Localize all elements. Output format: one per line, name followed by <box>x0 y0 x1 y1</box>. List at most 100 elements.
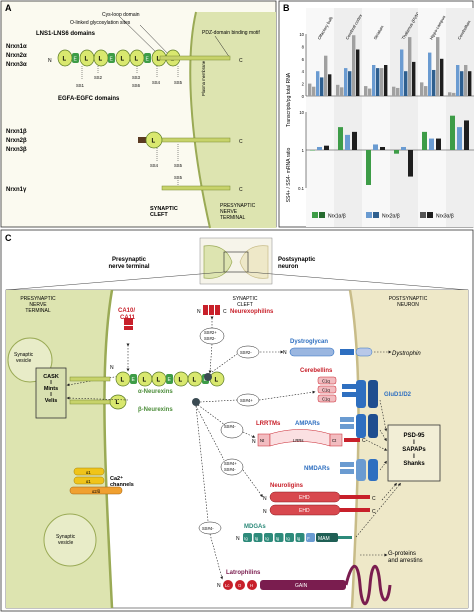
ss4-plus-3-label: SS#4+ <box>224 461 237 466</box>
mdga-mam <box>316 533 338 542</box>
mdga-domain-1 <box>253 533 263 542</box>
nrxn1a-label: Nrxn1α <box>6 44 27 50</box>
lphn-h-label: H <box>250 583 253 588</box>
ca-alpha2delta-label: α2/δ <box>92 489 101 494</box>
legend-label-2: Nrx3α/β <box>436 214 454 220</box>
lrrtms-label: LRRTMs <box>256 421 281 427</box>
top-bar-5-1 <box>452 92 456 96</box>
panel-b-letter: B <box>283 3 290 13</box>
mdga-stalk <box>338 536 352 539</box>
region-column-0 <box>306 8 334 227</box>
o-linked-label: O-linked glycosylation sites <box>70 20 131 26</box>
top-bar-3-1 <box>396 87 400 96</box>
mdga-n: N <box>236 536 240 542</box>
nxph-1 <box>203 305 208 315</box>
ca-alpha1-bottom-label: α1 <box>86 479 91 484</box>
legend-swatch-b-2 <box>427 212 433 218</box>
alpha-stalk <box>159 55 231 61</box>
nmdars-label: NMDARs <box>304 466 330 472</box>
ratio-bar-2-1 <box>373 144 378 150</box>
lphn-lc <box>223 580 233 590</box>
ss2-minus-pill-label: SS#2- <box>240 350 252 355</box>
ss4-pill-2 <box>220 421 244 439</box>
nrxn1g-label: Nrxn1γ <box>6 187 27 193</box>
cask-box <box>35 367 67 419</box>
top-bar-0-3 <box>320 77 324 96</box>
ca10-bar-2 <box>124 326 133 330</box>
dystroglycan-tm <box>340 349 354 355</box>
membrane-region <box>190 12 276 228</box>
mdga-domain-3 <box>274 533 284 542</box>
c-alpha-lns-label-5: L <box>179 378 183 384</box>
ss2-minus-label: SS#2- <box>204 336 216 341</box>
ampar-subunit-1 <box>356 414 366 438</box>
beta-hub <box>192 398 200 406</box>
legend-label-1: Nrx2α/β <box>382 214 400 220</box>
beta-c-label: C <box>239 139 243 145</box>
ratio-bar-4-1 <box>429 138 434 150</box>
nrxn3b-label: Nrxn3β <box>6 147 27 153</box>
synapse-overview <box>199 237 273 285</box>
mdga-domain-0 <box>243 533 252 542</box>
ss4-label: SS4 <box>152 80 161 85</box>
ratio-bar-3-0 <box>394 150 399 154</box>
nrxn2b-label: Nrxn2β <box>6 138 27 144</box>
top-bar-1-0 <box>336 84 340 96</box>
c-alpha-egf-label-4: E <box>168 377 172 383</box>
ratio-bar-0-2 <box>324 145 329 150</box>
ss4-minus-4-label: SS#4- <box>202 526 214 531</box>
legend-swatch-a-2 <box>420 212 426 218</box>
legend-swatch-b-0 <box>319 212 325 218</box>
dg-n: N <box>283 350 287 356</box>
neurexophilins-label: Neurexophilins <box>230 309 274 315</box>
synaptic-vesicle-2 <box>43 513 97 567</box>
nlgn-tail-2 <box>340 508 370 512</box>
ca-alpha1-top-label: α1 <box>86 470 91 475</box>
ampar-ext-1 <box>340 417 354 422</box>
lphn-h <box>247 580 257 590</box>
alpha-lns-label-8: L <box>157 57 161 63</box>
bottom-tick-2: 0.1 <box>298 186 304 191</box>
top-tick-0: 10 <box>299 32 304 37</box>
alpha-lns-label-5: L <box>121 57 125 63</box>
lphn-n: N <box>217 583 221 589</box>
beta-lns-domain <box>145 131 163 149</box>
beta-n-term <box>138 137 146 143</box>
nxph-3 <box>215 305 220 315</box>
c-alpha-stalk <box>69 376 111 382</box>
top-bar-0-2 <box>316 71 320 96</box>
ampar-subunit-2 <box>368 414 378 438</box>
c1q-3-label: C1q <box>322 397 330 402</box>
top-bar-3-2 <box>400 49 404 96</box>
alpha-egf-label-7: E <box>146 57 150 63</box>
legend-label-0: Nrx1α/β <box>328 214 346 220</box>
lns-label: LNS1-LNS6 domains <box>36 31 96 37</box>
ratio-bar-2-0 <box>366 150 371 185</box>
top-bar-5-4 <box>464 65 468 96</box>
top-bar-4-5 <box>440 58 444 96</box>
alpha-egf-label-1: E <box>74 57 78 63</box>
ss2-minus-pill <box>236 345 260 359</box>
mdga-domain-6 <box>306 533 315 542</box>
pdz-label: PDZ-domain binding motif <box>202 30 260 36</box>
nxph-n: N <box>197 309 201 315</box>
top-bar-0-1 <box>312 86 316 96</box>
top-tick-2: 6 <box>302 57 305 62</box>
mdgas-label: MDGAs <box>244 524 266 530</box>
beta-lns-label: L <box>152 139 156 145</box>
bottom-tick-1: 1 <box>302 148 305 153</box>
panel-a-letter: A <box>5 3 12 13</box>
alpha-lns-label-0: L <box>63 57 67 63</box>
top-bar-3-4 <box>408 37 412 96</box>
c-beta-stalk <box>69 399 111 405</box>
top-bar-1-3 <box>348 71 352 96</box>
glud-ext-1 <box>342 384 356 389</box>
panel-c-letter: C <box>5 233 12 243</box>
ss4-minus-3-label: SS#4- <box>224 467 236 472</box>
beta-ss4-label: SS4 <box>150 163 159 168</box>
